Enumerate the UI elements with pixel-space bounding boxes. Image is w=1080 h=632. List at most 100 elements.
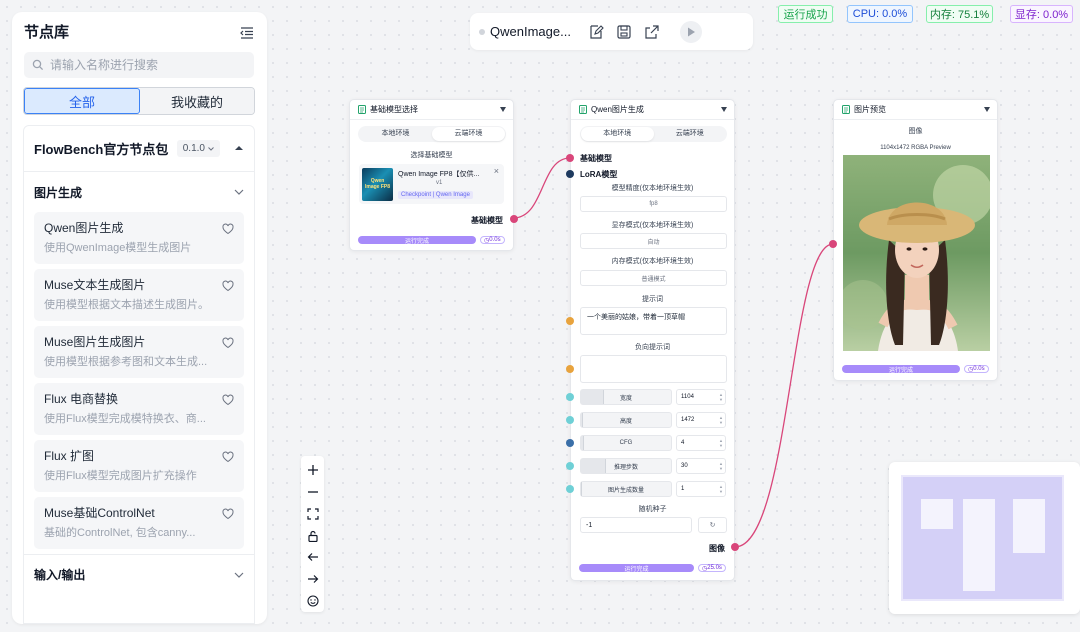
env-local[interactable]: 本地环境: [581, 127, 654, 141]
search-box[interactable]: [24, 52, 254, 78]
redo-button[interactable]: [305, 571, 321, 587]
node-icon: [842, 105, 850, 114]
remove-model-icon[interactable]: ×: [493, 166, 499, 176]
edit-icon[interactable]: [588, 24, 604, 40]
category-name: 图片生成: [34, 185, 83, 200]
node-icon: [358, 105, 366, 114]
input-port-lora[interactable]: [566, 170, 574, 178]
negative-prompt-input[interactable]: [580, 355, 727, 383]
stepper-icon[interactable]: ▲▼: [719, 415, 723, 425]
input-port-batch[interactable]: [566, 485, 574, 493]
tab-all[interactable]: 全部: [24, 88, 140, 114]
node-qwen-image-gen[interactable]: Qwen图片生成 本地环境 云端环境 基础模型 LoRA模型 模型精度(仅本地环…: [566, 99, 739, 581]
workflow-toolbar: QwenImage...: [470, 13, 753, 50]
list-item-qwen-image-gen[interactable]: Qwen图片生成 使用QwenImage模型生成图片: [34, 212, 244, 264]
search-input[interactable]: [50, 58, 240, 72]
lock-button[interactable]: [305, 528, 321, 544]
input-port-width[interactable]: [566, 393, 574, 401]
input-port-prompt[interactable]: [566, 317, 574, 325]
list-item-muse-text2img[interactable]: Muse文本生成图片 使用模型根据文本描述生成图片。: [34, 269, 244, 321]
export-icon[interactable]: [644, 24, 660, 40]
input-port-cfg[interactable]: [566, 439, 574, 447]
seed-input[interactable]: -1: [580, 517, 692, 533]
randomize-seed-button[interactable]: ↻: [698, 517, 727, 533]
list-item-flux-ecommerce[interactable]: Flux 电商替换 使用Flux模型完成模特换衣、商...: [34, 383, 244, 435]
save-icon[interactable]: [616, 24, 632, 40]
height-input[interactable]: 1472▲▼: [676, 412, 726, 428]
category-input-output[interactable]: 输入/输出: [24, 554, 254, 594]
width-slider[interactable]: 宽度: [580, 389, 672, 405]
input-port-height[interactable]: [566, 416, 574, 424]
category-image-generation[interactable]: 图片生成: [24, 172, 254, 212]
input-port-steps[interactable]: [566, 462, 574, 470]
lock-icon: [307, 530, 318, 542]
undo-button[interactable]: [305, 549, 321, 565]
slider-fill: [581, 413, 583, 427]
list-item-desc: 基础的ControlNet, 包含canny...: [44, 527, 196, 539]
zoom-out-button[interactable]: [305, 484, 321, 500]
steps-input[interactable]: 30▲▼: [676, 458, 726, 474]
heart-icon[interactable]: [222, 223, 234, 235]
stepper-icon[interactable]: ▲▼: [719, 484, 723, 494]
cfg-input[interactable]: 4▲▼: [676, 435, 726, 451]
list-item-flux-outpaint[interactable]: Flux 扩图 使用Flux模型完成图片扩充操作: [34, 440, 244, 492]
env-local[interactable]: 本地环境: [381, 130, 410, 137]
undo-icon: [307, 553, 318, 562]
tab-favorites[interactable]: 我收藏的: [140, 88, 254, 114]
steps-slider[interactable]: 推理步数: [580, 458, 672, 474]
list-item-muse-controlnet[interactable]: Muse基础ControlNet 基础的ControlNet, 包含canny.…: [34, 497, 244, 549]
heart-icon[interactable]: [222, 508, 234, 520]
batch-input[interactable]: 1▲▼: [676, 481, 726, 497]
model-card[interactable]: Qwen Image FP8 Qwen Image FP8【仅供... v1 C…: [359, 164, 504, 204]
zoom-in-icon: [307, 464, 318, 475]
stepper-icon[interactable]: ▲▼: [719, 392, 723, 402]
list-item-desc: 使用Flux模型完成图片扩充操作: [44, 470, 197, 482]
env-cloud[interactable]: 云端环境: [675, 130, 704, 137]
zoom-in-button[interactable]: [305, 462, 321, 478]
heart-icon[interactable]: [222, 394, 234, 406]
vram-mode-select[interactable]: 自动: [580, 233, 727, 249]
seed-label: 随机种子: [638, 506, 667, 513]
workflow-name[interactable]: QwenImage...: [490, 24, 571, 39]
collapse-sidebar-icon[interactable]: [239, 25, 255, 41]
memory-mode-select[interactable]: 普通模式: [580, 270, 727, 286]
chevron-down-icon: [234, 572, 244, 578]
output-port-base-model[interactable]: [510, 215, 518, 223]
input-port-image[interactable]: [829, 240, 837, 248]
node-header[interactable]: 图片预览: [834, 100, 997, 120]
heart-icon[interactable]: [222, 280, 234, 292]
input-port-base-model[interactable]: [566, 154, 574, 162]
cfg-slider[interactable]: CFG: [580, 435, 672, 451]
node-menu-icon[interactable]: [984, 107, 990, 112]
package-header[interactable]: FlowBench官方节点包 0.1.0: [24, 126, 254, 172]
list-item-muse-img2img[interactable]: Muse图片生成图片 使用模型根据参考图和文本生成...: [34, 326, 244, 378]
output-port-image[interactable]: [731, 543, 739, 551]
prompt-input[interactable]: 一个美丽的姑娘，带着一顶草帽: [580, 307, 727, 335]
heart-icon[interactable]: [222, 451, 234, 463]
stepper-icon[interactable]: ▲▼: [719, 461, 723, 471]
feedback-button[interactable]: [305, 593, 321, 609]
node-image-preview[interactable]: 图片预览 图像 1104x1472 RGBA Preview 运行完成 ◷ 0.…: [829, 99, 998, 381]
node-header[interactable]: Qwen图片生成: [571, 100, 734, 120]
node-menu-icon[interactable]: [500, 107, 506, 112]
run-time-value: 0.0s: [973, 366, 985, 372]
collapse-package-icon[interactable]: [234, 143, 244, 153]
stepper-icon[interactable]: ▲▼: [719, 438, 723, 448]
heart-icon[interactable]: [222, 337, 234, 349]
run-button[interactable]: [680, 20, 702, 43]
package-version-select[interactable]: 0.1.0: [176, 140, 220, 157]
env-cloud[interactable]: 云端环境: [432, 127, 505, 141]
height-slider[interactable]: 高度: [580, 412, 672, 428]
minimap[interactable]: [889, 462, 1080, 614]
node-base-model-select[interactable]: 基础模型选择 本地环境 云端环境 选择基础模型 Qwen Image FP8 Q…: [349, 99, 518, 251]
node-header[interactable]: 基础模型选择: [350, 100, 513, 120]
batch-slider[interactable]: 图片生成数量: [580, 481, 672, 497]
minimap-viewport[interactable]: [901, 475, 1064, 601]
input-port-negative-prompt[interactable]: [566, 365, 574, 373]
node-menu-icon[interactable]: [721, 107, 727, 112]
precision-select[interactable]: fp8: [580, 196, 727, 212]
fit-view-button[interactable]: [305, 506, 321, 522]
width-input[interactable]: 1104▲▼: [676, 389, 726, 405]
memory-usage-badge: 内存: 75.1%: [926, 5, 993, 23]
list-item-name: Flux 扩图: [44, 449, 95, 463]
